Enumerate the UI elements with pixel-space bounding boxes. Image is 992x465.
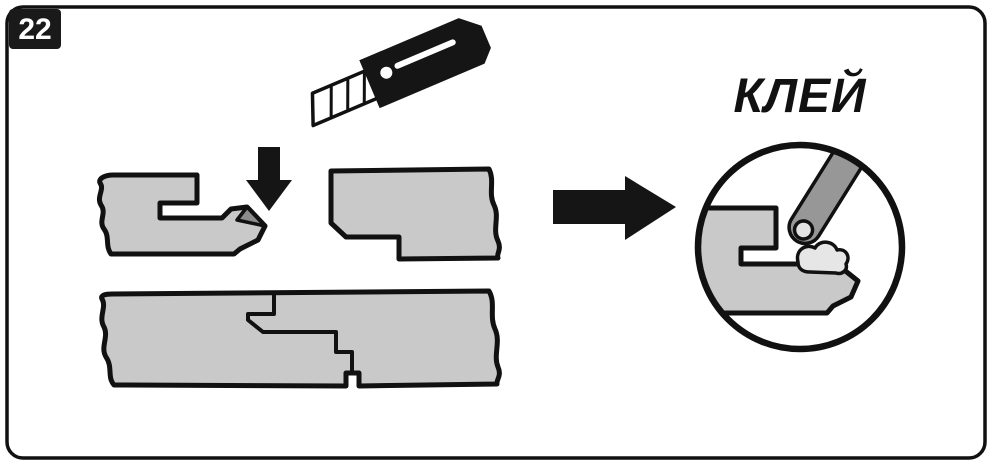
plank-left-profile xyxy=(96,172,268,257)
knife-slider-button xyxy=(380,66,393,79)
plank-joint-seam xyxy=(246,292,354,373)
cut-piece-highlight xyxy=(235,205,267,228)
next-step-arrow-icon xyxy=(553,176,676,240)
utility-knife-icon xyxy=(310,18,491,128)
assembled-planks-body xyxy=(99,288,502,389)
knife-blade-segment-lines xyxy=(329,72,366,117)
glue-blob xyxy=(795,240,850,276)
glue-nozzle-opening xyxy=(792,219,815,241)
step-badge: 22 xyxy=(9,9,61,49)
assembled-planks xyxy=(99,288,502,389)
glue-label: КЛЕЙ xyxy=(733,68,867,123)
knife-slider-track xyxy=(394,39,456,69)
knife-body xyxy=(359,18,491,109)
cut-here-arrow-icon xyxy=(246,147,292,211)
plank-right-profile xyxy=(328,166,502,262)
step-number: 22 xyxy=(18,13,51,46)
step-badge-background xyxy=(9,9,61,49)
detail-circle-outline xyxy=(694,141,906,353)
